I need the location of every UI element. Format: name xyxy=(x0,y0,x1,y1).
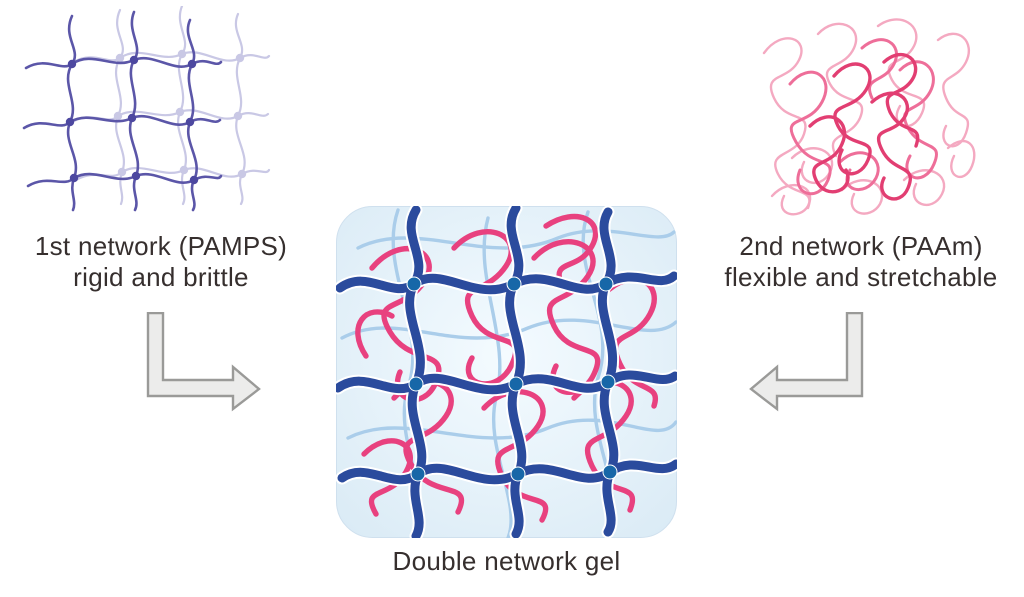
second-network-label: 2nd network (PAAm) flexible and stretcha… xyxy=(698,231,1024,293)
crosslink-nodes xyxy=(406,276,618,482)
elbow-arrow-left-icon xyxy=(749,312,864,411)
pamps-network-illustration xyxy=(22,6,271,212)
double-network-gel-illustration xyxy=(336,206,677,538)
elbow-arrow-right-icon xyxy=(146,312,261,411)
first-network-label-line2: rigid and brittle xyxy=(73,262,249,292)
first-network-label: 1st network (PAMPS) rigid and brittle xyxy=(0,231,322,293)
second-network-label-line1: 2nd network (PAAm) xyxy=(739,231,983,261)
gel-caption: Double network gel xyxy=(392,546,621,576)
second-network-label-line2: flexible and stretchable xyxy=(724,262,998,292)
first-network-label-line1: 1st network (PAMPS) xyxy=(34,231,288,261)
paam-network-illustration xyxy=(762,18,976,216)
